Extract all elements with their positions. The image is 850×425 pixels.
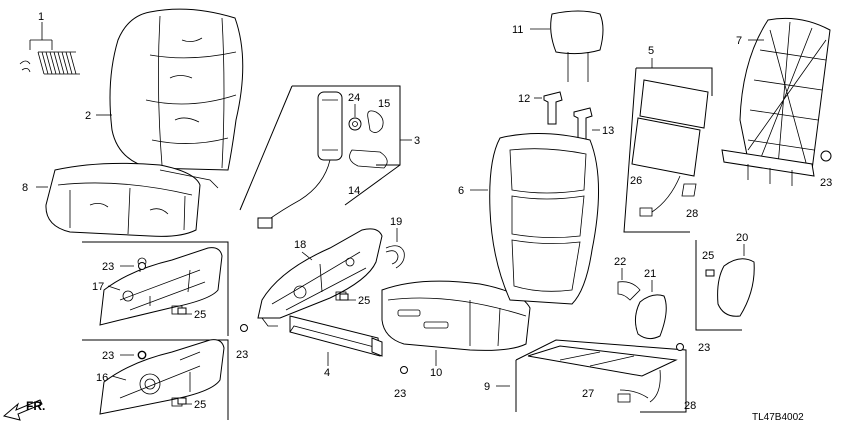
- part-2-seat-back-cover: [96, 8, 244, 171]
- callout-28: 28: [684, 400, 696, 412]
- part-16-panel-group: [82, 339, 229, 420]
- part-21-cover: [634, 280, 667, 340]
- callout-25: 25: [358, 295, 370, 307]
- callout-22: 22: [614, 256, 626, 268]
- callout-2: 2: [85, 110, 91, 122]
- front-arrow-label: FR.: [26, 399, 45, 413]
- part-8-seat-cushion-cover: [36, 162, 219, 237]
- part-5-heater-group: [623, 58, 713, 233]
- part-20-cover: [695, 240, 755, 331]
- part-18-side-trim: [257, 228, 383, 327]
- callout-25: 25: [702, 250, 714, 262]
- callout-3: 3: [414, 135, 420, 147]
- fasteners: [138, 262, 715, 405]
- callout-7: 7: [736, 35, 742, 47]
- callout-14: 14: [348, 185, 360, 197]
- callout-12: 12: [518, 93, 530, 105]
- diagram-code: TL47B4002: [752, 412, 804, 423]
- callout-15: 15: [378, 98, 390, 110]
- callout-20: 20: [736, 232, 748, 244]
- callout-9: 9: [484, 381, 490, 393]
- part-12-guide: [534, 91, 563, 125]
- part-4-trim-cover: [289, 315, 383, 366]
- part-19-clip: [385, 228, 405, 269]
- part-11-headrest: [530, 10, 604, 82]
- callout-5: 5: [648, 45, 654, 57]
- callout-28: 28: [686, 208, 698, 220]
- callout-10: 10: [430, 367, 442, 379]
- front-arrow: FR.: [2, 399, 45, 421]
- callout-25: 25: [194, 399, 206, 411]
- callout-25: 25: [194, 309, 206, 321]
- part-22-clip: [617, 268, 641, 301]
- part-6-seat-back: [470, 133, 600, 305]
- callout-18: 18: [294, 239, 306, 251]
- callout-23: 23: [236, 349, 248, 361]
- callout-6: 6: [458, 185, 464, 197]
- part-7-seat-back-frame: [721, 17, 832, 186]
- callout-23: 23: [820, 177, 832, 189]
- part-10-seat-cushion: [381, 280, 531, 366]
- part-1-clips: [19, 22, 80, 75]
- part-13-guide: [573, 107, 600, 141]
- callout-23: 23: [394, 388, 406, 400]
- callout-11: 11: [512, 24, 523, 36]
- part-3-airbag-assembly: [239, 85, 412, 229]
- callout-1: 1: [38, 11, 44, 23]
- callout-23: 23: [698, 342, 710, 354]
- callout-17: 17: [92, 281, 104, 293]
- callout-19: 19: [390, 216, 402, 228]
- callout-13: 13: [602, 125, 614, 137]
- callout-23: 23: [102, 261, 114, 273]
- callout-labels: 1 2 3 4 5 6 7 8 9 10 11 12 13 14 15 16 1…: [22, 11, 832, 423]
- part-9-seat-heater: [496, 339, 687, 413]
- callout-4: 4: [324, 367, 330, 379]
- callout-8: 8: [22, 182, 28, 194]
- part-17-panel-group: [82, 241, 229, 336]
- callout-27: 27: [582, 388, 594, 400]
- callout-23: 23: [102, 350, 114, 362]
- callout-16: 16: [96, 372, 108, 384]
- callout-26: 26: [630, 175, 642, 187]
- callout-24: 24: [348, 92, 360, 104]
- callout-21: 21: [644, 268, 656, 280]
